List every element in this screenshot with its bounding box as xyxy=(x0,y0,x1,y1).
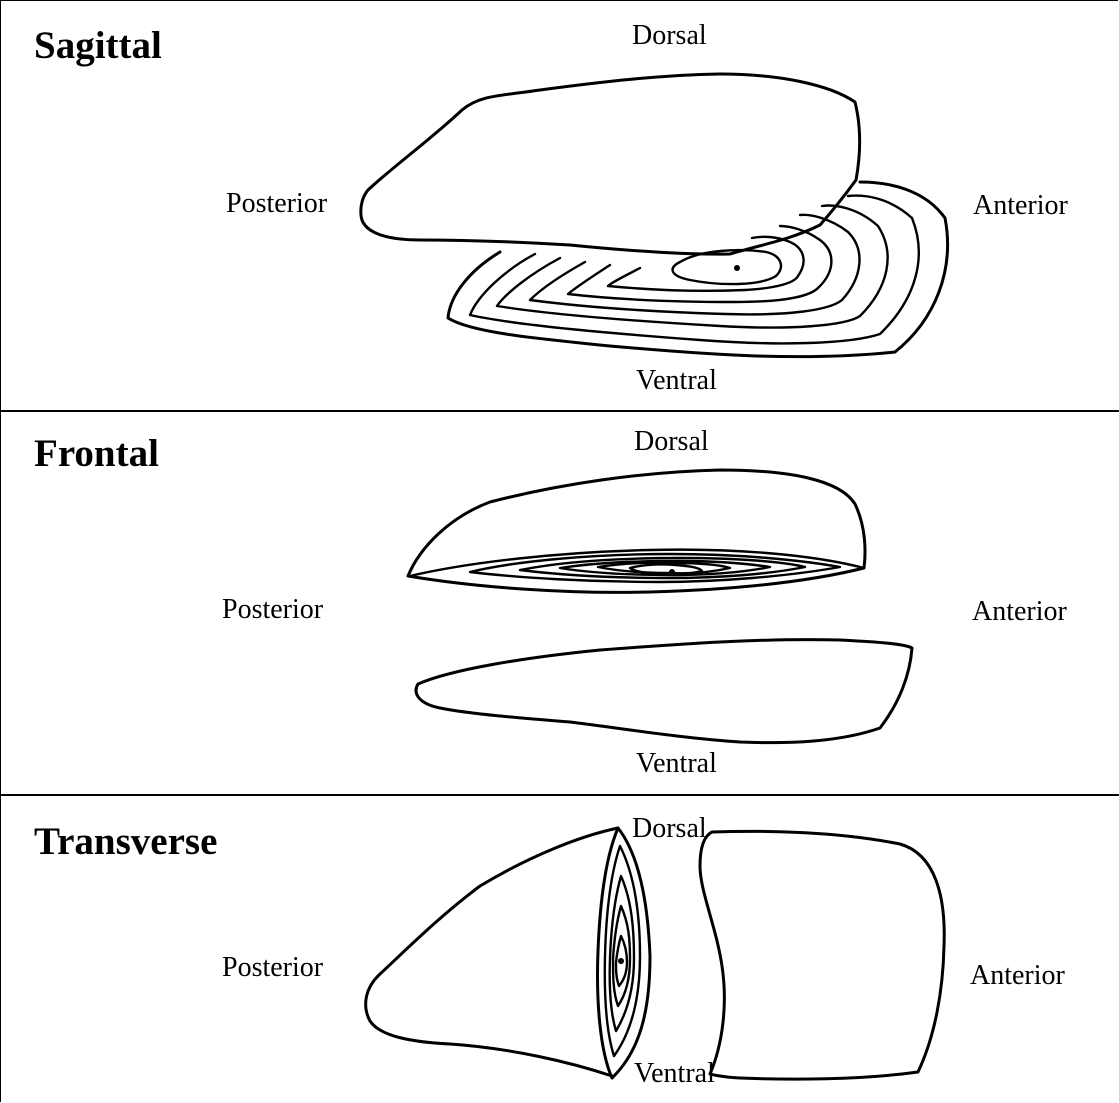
panel-sagittal: Sagittal Dorsal Posterior Anterior Ventr… xyxy=(0,0,1119,412)
panel-transverse: Transverse Dorsal Posterior Anterior Ven… xyxy=(0,796,1119,1103)
frontal-section-drawing xyxy=(0,412,1119,796)
sagittal-section-drawing xyxy=(0,0,1119,412)
panel-frontal: Frontal Dorsal Posterior Anterior Ventra… xyxy=(0,412,1119,796)
transverse-section-drawing xyxy=(0,796,1119,1103)
